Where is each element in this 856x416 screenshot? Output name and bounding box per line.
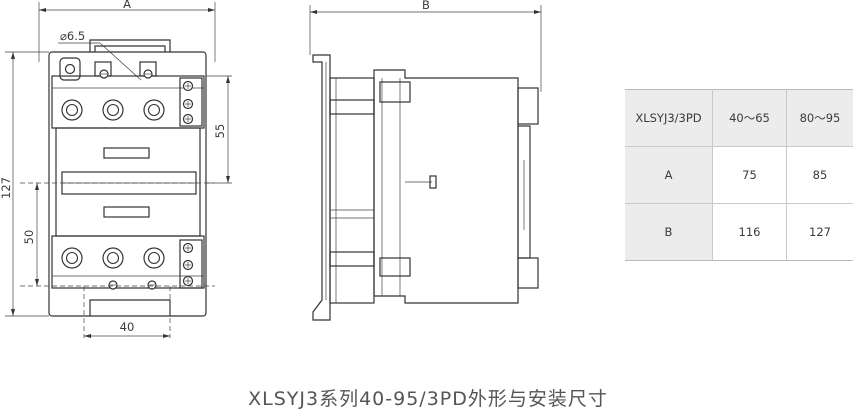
aux-screw-icon [182, 259, 194, 271]
screw-icon [143, 99, 165, 121]
table-header-cell: XLSYJ3/3PD [625, 89, 713, 147]
spec-table: XLSYJ3/3PD 40～65 80～95 A 75 85 B 116 127 [625, 89, 853, 261]
dim-b-label: B [422, 0, 430, 12]
figure-caption: XLSYJ3系列40-95/3PD外形与安装尺寸 [248, 388, 608, 410]
row-label-cell: A [625, 146, 713, 204]
table-header-cell: 80～95 [786, 89, 853, 147]
table-cell: 75 [712, 146, 787, 204]
row-label-cell: B [625, 203, 713, 261]
hole-diameter-label: ⌀6.5 [60, 29, 85, 43]
screw-icon [61, 99, 83, 121]
side-view: B [309, 0, 542, 321]
table-header-cell: 40～65 [712, 89, 787, 147]
small-screw-icon [147, 280, 157, 290]
dim-50-label: 50 [22, 230, 36, 245]
small-screw-icon [108, 280, 118, 290]
table-header-row: XLSYJ3/3PD 40～65 80～95 [625, 89, 853, 147]
screw-icon [102, 99, 124, 121]
aux-screw-icon [182, 242, 194, 254]
dim-55-label: 55 [213, 124, 227, 139]
dim-40-label: 40 [120, 320, 135, 334]
aux-screw-icon [182, 98, 194, 110]
table-cell: 85 [786, 146, 853, 204]
front-view: A ⌀6.5 [0, 0, 232, 338]
dim-a-label: A [123, 0, 131, 11]
aux-screw-icon [182, 113, 194, 125]
table-cell: 127 [786, 203, 853, 261]
aux-screw-icon [182, 275, 194, 287]
table-row: B 116 127 [625, 203, 853, 261]
screw-icon [61, 247, 83, 269]
table-row: A 75 85 [625, 146, 853, 204]
small-screw-icon [143, 69, 153, 79]
screw-icon [143, 247, 165, 269]
small-screw-icon [99, 69, 109, 79]
table-cell: 116 [712, 203, 787, 261]
screw-icon [102, 247, 124, 269]
aux-screw-icon [182, 80, 194, 92]
dim-127-label: 127 [0, 177, 13, 199]
